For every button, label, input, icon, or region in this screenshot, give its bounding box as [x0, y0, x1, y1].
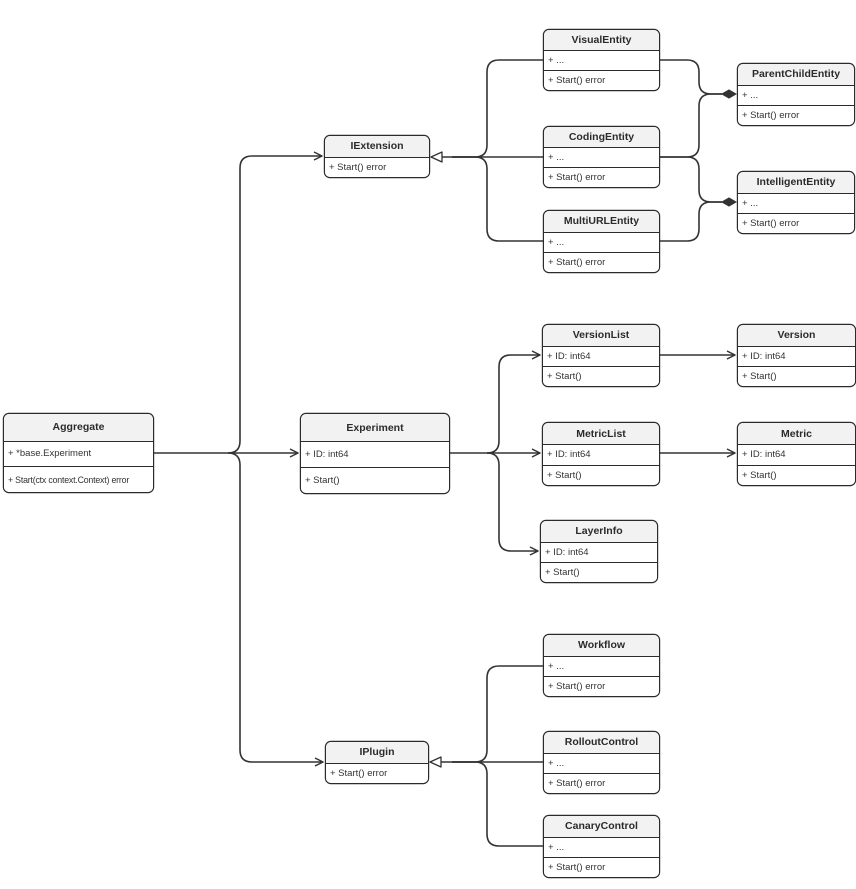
class-title: ParentChildEntity — [738, 64, 854, 85]
class-title: LayerInfo — [541, 521, 657, 542]
class-visualentity: VisualEntity + ... + Start() error — [543, 29, 660, 91]
class-title: CodingEntity — [544, 127, 659, 148]
class-multiurlentity: MultiURLEntity + ... + Start() error — [543, 210, 660, 273]
edge-experiment-versionlist — [486, 350, 541, 454]
class-member: + ID: int64 — [738, 345, 855, 366]
edge-workflow-iplugin — [452, 665, 543, 763]
class-member: + ... — [544, 50, 659, 71]
class-member: + Start() error — [738, 104, 854, 125]
class-member: + Start() error — [544, 772, 659, 793]
class-metriclist: MetricList + ID: int64 + Start() — [542, 422, 660, 486]
class-title: RolloutControl — [544, 732, 659, 753]
class-title: VersionList — [543, 325, 659, 346]
class-member: + Start() — [738, 365, 855, 386]
class-member: + ID: int64 — [543, 444, 659, 465]
class-metric: Metric + ID: int64 + Start() — [737, 422, 856, 486]
edge-multiurlentity-iextension — [452, 156, 543, 242]
class-member: + Start() — [301, 467, 449, 493]
class-member: + ID: int64 — [541, 541, 657, 562]
class-member: + Start() error — [738, 212, 854, 233]
class-title: Version — [738, 325, 855, 346]
class-member: + Start() error — [544, 251, 659, 272]
class-member: + ID: int64 — [301, 441, 449, 467]
class-member: + Start(ctx context.Context) error — [4, 466, 153, 492]
edge-codingentity-intelligententity — [660, 156, 722, 202]
class-member: + ID: int64 — [738, 444, 855, 465]
class-aggregate: Aggregate + *base.Experiment + Start(ctx… — [3, 413, 154, 493]
class-parentchildentity: ParentChildEntity + ... + Start() error — [737, 63, 855, 126]
class-member: + *base.Experiment — [4, 440, 153, 467]
class-member: + Start() — [543, 365, 659, 386]
class-title: IntelligentEntity — [738, 172, 854, 193]
class-member: + ... — [544, 752, 659, 773]
edge-experiment-layerinfo — [486, 452, 539, 556]
class-member: + ... — [544, 836, 659, 857]
class-member: + Start() error — [544, 70, 659, 90]
class-title: MetricList — [543, 423, 659, 445]
class-member: + Start() error — [325, 156, 429, 177]
class-member: + ... — [738, 84, 854, 105]
edge-aggregate-iplugin — [227, 452, 324, 767]
class-member: + Start() — [738, 464, 855, 485]
class-member: + Start() error — [544, 675, 659, 696]
class-versionlist: VersionList + ID: int64 + Start() — [542, 324, 660, 387]
class-member: + ... — [544, 147, 659, 168]
class-title: Aggregate — [4, 414, 153, 441]
class-iextension: IExtension + Start() error — [324, 135, 430, 178]
class-rolloutcontrol: RolloutControl + ... + Start() error — [543, 731, 660, 794]
class-member: + Start() — [543, 464, 659, 485]
class-member: + Start() error — [544, 856, 659, 877]
class-title: VisualEntity — [544, 30, 659, 51]
class-member: + ... — [544, 231, 659, 252]
class-codingentity: CodingEntity + ... + Start() error — [543, 126, 660, 188]
class-title: IPlugin — [326, 742, 428, 763]
class-title: IExtension — [325, 136, 429, 157]
class-version: Version + ID: int64 + Start() — [737, 324, 856, 387]
class-member: + ... — [544, 655, 659, 676]
edge-visualentity-parentchildentity — [660, 59, 722, 94]
class-member: + ... — [738, 192, 854, 213]
edge-aggregate-iextension — [227, 151, 323, 454]
class-layerinfo: LayerInfo + ID: int64 + Start() — [540, 520, 658, 583]
class-experiment: Experiment + ID: int64 + Start() — [300, 413, 450, 494]
class-title: Experiment — [301, 414, 449, 441]
edge-multiurlentity-intelligententity — [660, 201, 722, 242]
class-iplugin: IPlugin + Start() error — [325, 741, 429, 784]
class-title: Metric — [738, 423, 855, 445]
class-canarycontrol: CanaryControl + ... + Start() error — [543, 815, 660, 878]
class-member: + Start() error — [326, 762, 428, 783]
class-intelligententity: IntelligentEntity + ... + Start() error — [737, 171, 855, 234]
class-member: + ID: int64 — [543, 345, 659, 366]
edge-visualentity-iextension — [452, 59, 543, 158]
class-member: + Start() error — [544, 167, 659, 187]
class-title: MultiURLEntity — [544, 211, 659, 232]
class-title: CanaryControl — [544, 816, 659, 837]
edge-canarycontrol-iplugin — [452, 761, 543, 847]
edge-codingentity-parentchildentity — [660, 93, 722, 158]
class-member: + Start() — [541, 561, 657, 582]
class-workflow: Workflow + ... + Start() error — [543, 634, 660, 697]
class-title: Workflow — [544, 635, 659, 656]
